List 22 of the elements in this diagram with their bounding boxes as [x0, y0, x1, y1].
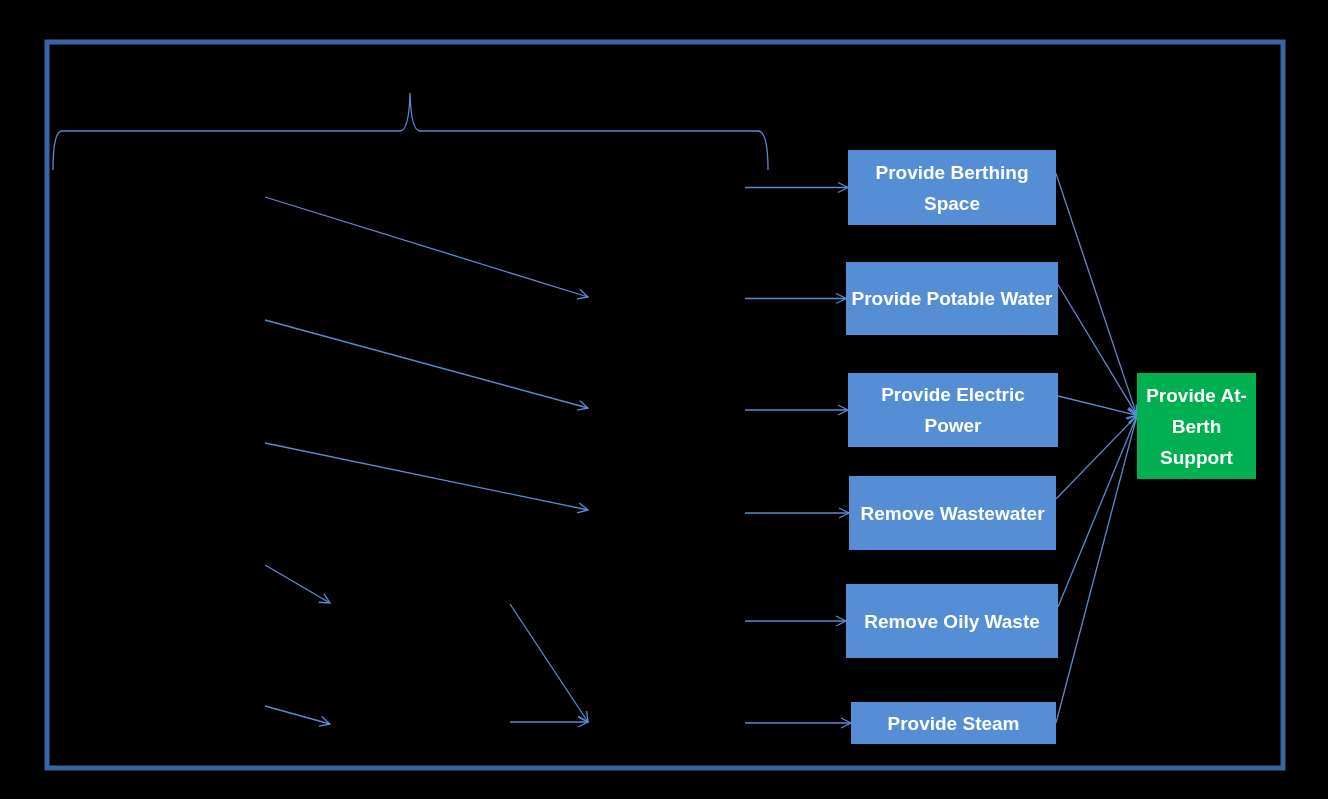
process-box	[846, 262, 1058, 335]
box-label: Provide Steam	[887, 711, 1020, 736]
box-label: Provide Berthing Space	[874, 160, 1030, 216]
box-label: Provide Electric Power	[880, 383, 1026, 438]
box-label: Provide At-Berth Support	[1145, 383, 1248, 470]
process-box	[849, 476, 1056, 550]
process-box	[848, 150, 1056, 225]
arrow	[744, 292, 847, 305]
arrow	[744, 717, 852, 729]
box-label: Provide Potable Water	[851, 287, 1053, 311]
process-box	[851, 702, 1056, 744]
process-box	[848, 373, 1058, 447]
arrow	[744, 507, 850, 519]
arrow	[1057, 395, 1138, 419]
process-box	[1137, 373, 1256, 479]
box-label: Remove Oily Waste	[864, 609, 1040, 634]
process-box	[846, 584, 1058, 658]
arrow	[744, 615, 847, 627]
arrow	[744, 181, 849, 194]
arrow	[1055, 414, 1138, 500]
box-label: Remove Wastewater	[860, 501, 1045, 526]
arrow	[744, 404, 849, 416]
